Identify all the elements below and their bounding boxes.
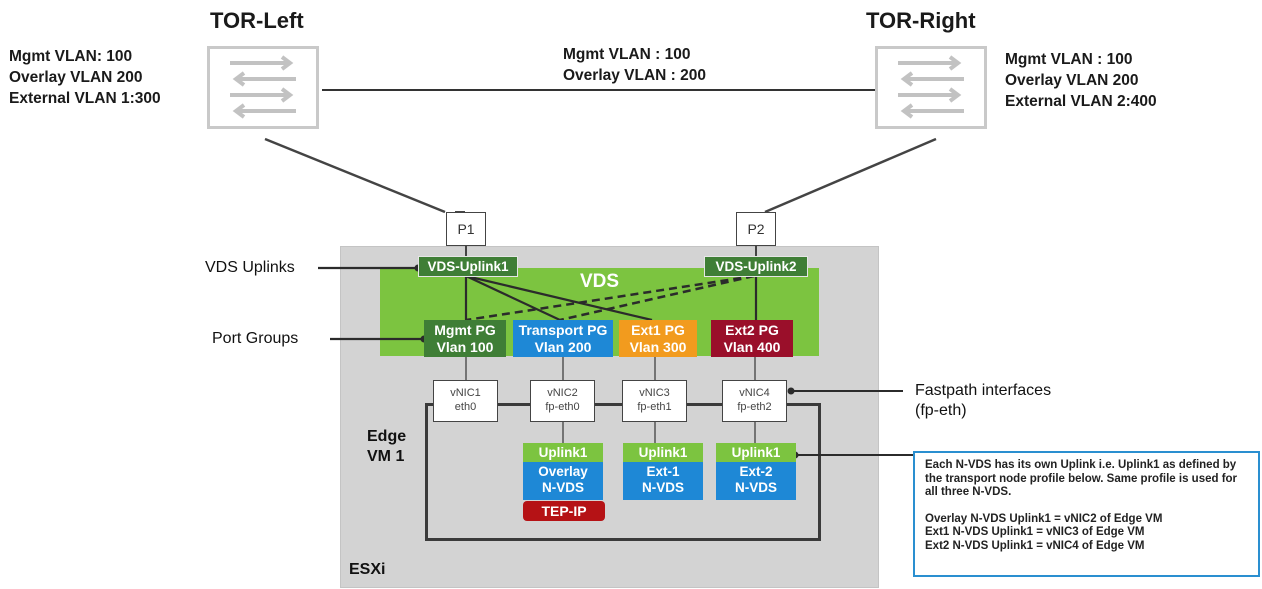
nvds-type: Ext-2 [739,464,773,479]
tor-left-vlan-external: External VLAN 1:300 [9,90,161,107]
tor-left-vlans: Mgmt VLAN: 100 Overlay VLAN 200 External… [9,46,161,109]
uplink2-to-transport-pg-dashed [559,274,755,322]
tor-right-title: TOR-Right [866,8,976,33]
callout-vds-uplinks: VDS Uplinks [205,259,295,276]
vnic1: vNIC1 eth0 [433,380,498,422]
edge-vm-label: Edge VM 1 [367,427,406,467]
port-group-name: Transport PG [518,322,608,338]
tep-ip-badge: TEP-IP [523,501,605,521]
vnic-iface: fp-eth2 [737,401,772,413]
tor-left-vlan-mgmt: Mgmt VLAN: 100 [9,48,133,65]
nvds-body: Ext-2 N-VDS [716,462,796,500]
tor-left-to-p1-link [264,137,446,214]
port-group-vlan: Vlan 200 [534,339,592,355]
nvds-type: Overlay [538,464,588,479]
callout-fastpath-dot [787,387,795,395]
uplink1-to-ext1-pg [465,274,653,322]
switch-arrows-icon [230,55,296,119]
port-group-name: Mgmt PG [434,322,496,338]
port-group-name: Ext1 PG [631,322,685,338]
vnic3: vNIC3 fp-eth1 [622,380,687,422]
nvds-label: N-VDS [641,480,684,495]
vnic-name: vNIC1 [450,387,481,399]
port-group-transport: Transport PG Vlan 200 [513,320,613,357]
tor-left-title: TOR-Left [210,8,304,33]
nvds-uplink-note: Each N-VDS has its own Uplink i.e. Uplin… [913,451,1260,577]
note-mapping-ext2: Ext2 N-VDS Uplink1 = vNIC4 of Edge VM [925,539,1145,552]
vds-title: VDS [579,271,620,292]
link-vlan-overlay: Overlay VLAN : 200 [563,67,707,84]
vnic-name: vNIC3 [639,387,670,399]
tor-right-switch [875,46,987,129]
nvds-overlay: Uplink1 Overlay N-VDS [523,443,603,500]
port-group-ext1: Ext1 PG Vlan 300 [619,320,697,357]
port-group-vlan: Vlan 300 [629,339,687,355]
uplink1-to-transport-pg [465,275,561,321]
tor-left-switch [207,46,319,129]
nvds-ext2: Uplink1 Ext-2 N-VDS [716,443,796,500]
port-group-vlan: Vlan 400 [723,339,781,355]
port-group-ext2: Ext2 PG Vlan 400 [711,320,793,357]
vnic4: vNIC4 fp-eth2 [722,380,787,422]
tor-right-vlan-mgmt: Mgmt VLAN : 100 [1005,51,1133,68]
physical-port-p2: P2 [736,212,776,246]
vds-uplink1: VDS-Uplink1 [418,256,518,277]
vnic2: vNIC2 fp-eth0 [530,380,595,422]
port-group-vlan: Vlan 100 [436,339,494,355]
tor-left-vlan-overlay: Overlay VLAN 200 [9,69,143,86]
note-mapping-ext1: Ext1 N-VDS Uplink1 = vNIC3 of Edge VM [925,526,1145,538]
nvds-uplink: Uplink1 [523,443,603,462]
note-paragraph: Each N-VDS has its own Uplink i.e. Uplin… [925,459,1238,498]
vnic-name: vNIC2 [547,387,578,399]
callout-port-groups: Port Groups [212,330,299,347]
tor-right-vlans: Mgmt VLAN : 100 Overlay VLAN 200 Externa… [1005,49,1157,112]
nvds-body: Overlay N-VDS [523,462,603,500]
nvds-uplink: Uplink1 [716,443,796,462]
edge-vm-label-line1: Edge [367,428,407,445]
switch-arrows-icon [898,55,964,119]
nvds-label: N-VDS [541,480,584,495]
vnic-iface: fp-eth0 [545,401,580,413]
nvds-type: Ext-1 [646,464,680,479]
nvds-ext1: Uplink1 Ext-1 N-VDS [623,443,703,500]
tor-right-vlan-overlay: Overlay VLAN 200 [1005,72,1139,89]
port-group-mgmt: Mgmt PG Vlan 100 [424,320,506,357]
nvds-label: N-VDS [734,480,777,495]
edge-vm-label-line2: VM 1 [367,448,405,465]
nvds-uplink: Uplink1 [623,443,703,462]
nvds-body: Ext-1 N-VDS [623,462,703,500]
vnic-iface: eth0 [454,401,477,413]
callout-fastpath: Fastpath interfaces (fp-eth) [915,381,1051,421]
tor-right-to-p2-link [764,137,937,214]
port-group-name: Ext2 PG [725,322,779,338]
link-vlans: Mgmt VLAN : 100 Overlay VLAN : 200 [563,44,706,86]
vds-uplink2: VDS-Uplink2 [704,256,808,277]
callout-fastpath-line2: (fp-eth) [915,402,967,419]
uplink2-to-mgmt-pg-dashed [465,274,755,322]
esxi-label: ESXi [349,561,386,578]
note-mapping-overlay: Overlay N-VDS Uplink1 = vNIC2 of Edge VM [925,512,1163,525]
vnic-iface: fp-eth1 [637,401,672,413]
note-mappings: Overlay N-VDS Uplink1 = vNIC2 of Edge VM… [925,513,1248,554]
physical-port-p1: P1 [446,212,486,246]
callout-fastpath-line1: Fastpath interfaces [915,382,1052,399]
vnic-name: vNIC4 [739,387,770,399]
link-vlan-mgmt: Mgmt VLAN : 100 [563,46,691,63]
tor-right-vlan-external: External VLAN 2:400 [1005,93,1157,110]
